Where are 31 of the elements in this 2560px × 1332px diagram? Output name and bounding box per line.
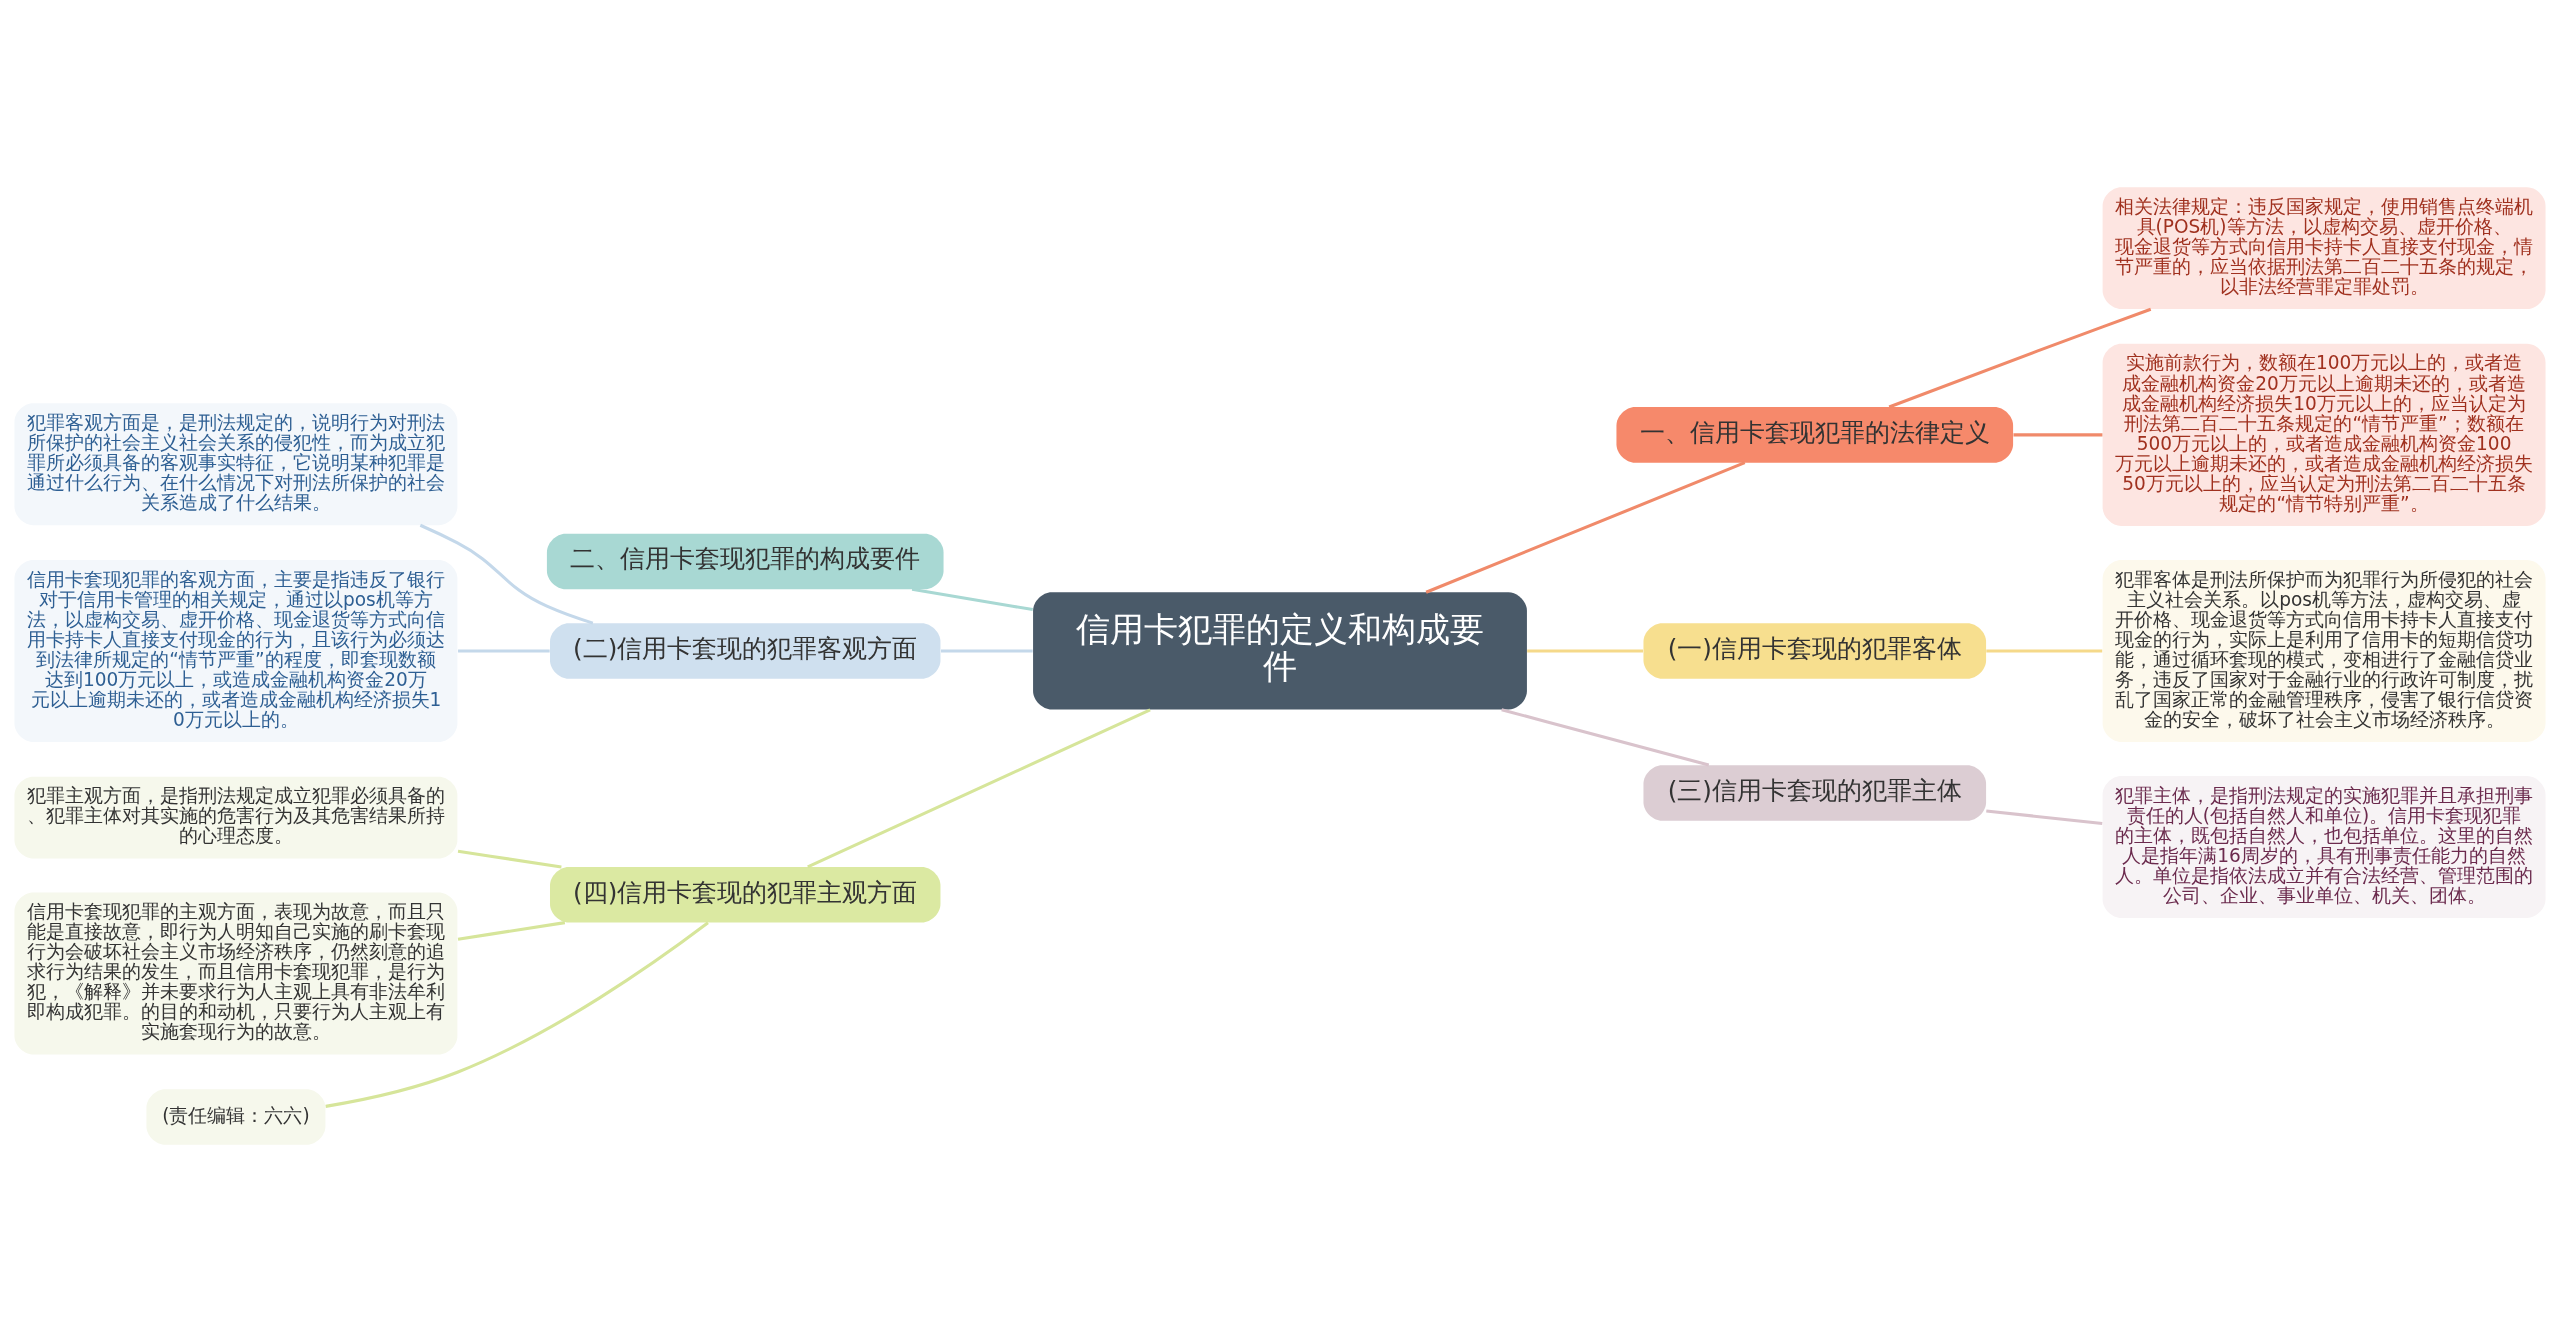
node-box: 信用卡犯罪的定义和构成要件 xyxy=(1033,592,1527,710)
connector xyxy=(807,708,1151,869)
connector xyxy=(1425,461,1746,594)
node-box: 相关法律规定：违反国家规定，使用销售点终端机具(POS机)等方法，以虚构交易、虚开价格、现金退货等方式向信用卡持卡人直接支付现金，情节严重的，应当依据刑法第二百二十五条的规定，以非法经营罪定罪处罚。 xyxy=(2102,187,2546,310)
node-box: 信用卡套现犯罪的客观方面，主要是指违反了银行对于信用卡管理的相关规定，通过以pos机等方法，以虚构交易、虚开价格、现金退货等方式向信用卡持卡人直接支付现金的行为，且该行为必须达到法律所规定的“情节严重”的程度，即套现数额达到100万元以上，或造成金融机构资金20万元以上逾期未还的，或者造成金融机构经济损失10万元以上的。 xyxy=(14,559,458,742)
connector xyxy=(1986,649,2103,653)
node-box: 犯罪主体，是指刑法规定的实施犯罪并且承担刑事责任的人(包括自然人和单位)。信用卡套现犯罪的主体，既包括自然人，也包括单位。这里的自然人是指年满16周岁的，具有刑事责任能力的自然人。单位是指依法成立并有合法经营、管理范围的公司、企业、事业单位、机关、团体。 xyxy=(2102,775,2546,918)
connector xyxy=(911,587,1033,612)
connector xyxy=(325,921,709,1108)
connector xyxy=(1501,708,1710,767)
node-box: 信用卡套现犯罪的主观方面，表现为故意，而且只能是直接故意，即行为人明知自己实施的刷卡套现行为会破坏社会主义市场经济秩序，仍然刻意的追求行为结果的发生，而且信用卡套现犯罪，是行为犯，《解释》并未要求行为人主观上具有非法牟利即构成犯罪。的目的和动机，只要行为人主观上有实施套现行为的故意。 xyxy=(14,892,458,1055)
connector xyxy=(457,921,566,941)
connector xyxy=(940,649,1033,653)
node-box: 犯罪客体是刑法所保护而为犯罪行为所侵犯的社会主义社会关系。以pos机等方法，虚构交易、虚开价格、现金退货等方式向信用卡持卡人直接支付现金的行为，实际上是利用了信用卡的短期信贷功能，通过循环套现的模式，变相进行了金融信贷业务，违反了国家对于金融行业的行政许可制度，扰乱了国家正常的金融管理秩序，侵害了银行信贷资金的安全，破坏了社会主义市场经济秩序。 xyxy=(2102,559,2546,742)
node-box: 二、信用卡套现犯罪的构成要件 xyxy=(546,533,944,590)
connector xyxy=(457,849,562,869)
node-box: (二)信用卡套现的犯罪客观方面 xyxy=(550,623,941,679)
connector xyxy=(1527,649,1644,653)
node-box: 实施前款行为，数额在100万元以上的，或者造成金融机构资金20万元以上逾期未还的，或者造成金融机构经济损失10万元以上的，应当认定为刑法第二百二十五条规定的“情节严重”；数额在500万元以上的，或者造成金融机构资金100万元以上逾期未还的，或者造成金融机构经济损失50万元以上的，应当认定为刑法第二百二十五条规定的“情节特别严重”。 xyxy=(2102,343,2546,526)
node-box: (责任编辑：六六) xyxy=(146,1089,326,1145)
node-box: 犯罪客观方面是，是刑法规定的，说明行为对刑法所保护的社会主义社会关系的侵犯性，而为成立犯罪所必须具备的客观事实特征，它说明某种犯罪是通过什么行为、在什么情况下对刑法所保护的社会关系造成了什么结果。 xyxy=(14,403,458,526)
connector xyxy=(1888,307,2152,409)
connector xyxy=(458,649,550,653)
node-box: (四)信用卡套现的犯罪主观方面 xyxy=(550,867,941,923)
connector xyxy=(2013,433,2103,437)
node-box: 一、信用卡套现犯罪的法律定义 xyxy=(1616,407,2014,463)
node-box: (一)信用卡套现的犯罪客体 xyxy=(1643,623,1987,679)
connector xyxy=(419,523,594,625)
connector xyxy=(1986,809,2103,825)
node-box: 犯罪主观方面，是指刑法规定成立犯罪必须具备的、犯罪主体对其实施的危害行为及其危害结果所持的心理态度。 xyxy=(14,776,458,859)
node-box: (三)信用卡套现的犯罪主体 xyxy=(1643,765,1987,821)
